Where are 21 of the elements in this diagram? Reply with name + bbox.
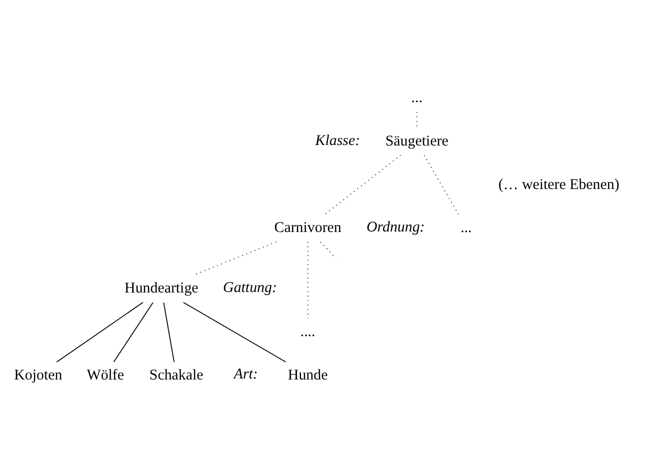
node-text: Säugetiere — [385, 132, 448, 149]
node-text: Schakale — [149, 366, 204, 383]
node-text: Wölfe — [86, 366, 124, 383]
connector — [113, 302, 154, 362]
label: (… weitere Ebenen) — [498, 176, 620, 192]
connector — [163, 302, 175, 362]
node-text: Carnivoren — [274, 220, 342, 236]
node-text: Kojoten — [14, 366, 62, 383]
connector — [324, 154, 401, 215]
node-text: Hunde — [288, 366, 328, 383]
connector — [56, 301, 144, 362]
node-text: ... — [411, 90, 422, 106]
node-text: .... — [300, 323, 316, 340]
connector — [424, 154, 460, 215]
label: Ordnung: — [366, 218, 425, 235]
node-text: Hundeartige — [124, 280, 198, 296]
connector — [182, 301, 286, 362]
label: Art: — [234, 366, 258, 382]
label: Gattung: — [223, 279, 277, 296]
node-text: ... — [460, 220, 472, 236]
label: Klasse: — [315, 132, 360, 148]
